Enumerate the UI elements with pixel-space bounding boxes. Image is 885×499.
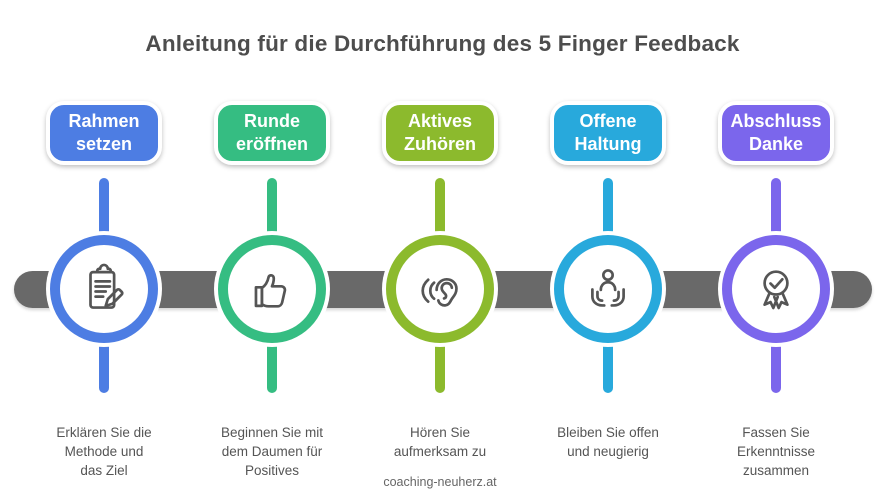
step-label-badge: Rahmen setzen	[46, 101, 162, 165]
step-icon-circle	[722, 235, 830, 343]
step-description: Erklären Sie die Methode und das Ziel	[56, 425, 152, 479]
listening-ear-icon	[421, 277, 458, 307]
step-icon-circle	[386, 235, 494, 343]
step-label-badge: Offene Haltung	[550, 101, 666, 165]
step-icon-circle	[218, 235, 326, 343]
step-column-runde-eroeffnen: Runde eröffnen Beginnen Sie mit dem Daum…	[188, 101, 356, 493]
thumbs-up-icon	[254, 274, 287, 308]
step-column-aktives-zuhoeren: Aktives Zuhören Hören Sie aufmerksam zu	[356, 101, 524, 493]
page-title: Anleitung für die Durchführung des 5 Fin…	[145, 31, 740, 56]
step-label-badge: Abschluss Danke	[718, 101, 834, 165]
step-description: Hören Sie aufmerksam zu	[393, 425, 487, 460]
step-label-badge: Runde eröffnen	[214, 101, 330, 165]
step-column-abschluss-danke: Abschluss Danke Fassen Sie Erkenntnisse …	[692, 101, 860, 493]
step-description: Bleiben Sie offen und neugierig	[557, 425, 659, 460]
open-hands-person-icon	[591, 269, 625, 307]
step-icon-circle	[554, 235, 662, 343]
clipboard-pencil-icon	[89, 263, 124, 309]
step-icon-circle	[50, 235, 158, 343]
step-column-offene-haltung: Offene Haltung Bleiben Sie offen und neu…	[524, 101, 692, 493]
step-column-rahmen-setzen: Rahmen setzen Erklären Sie die Methode u…	[20, 101, 188, 493]
award-badge-icon	[763, 270, 789, 310]
step-description: Beginnen Sie mit dem Daumen für Positive…	[220, 425, 324, 479]
step-description: Fassen Sie Erkenntnisse zusammen	[736, 425, 816, 479]
watermark-text: coaching-neuherz.at	[383, 475, 497, 489]
step-label-badge: Aktives Zuhören	[382, 101, 498, 165]
